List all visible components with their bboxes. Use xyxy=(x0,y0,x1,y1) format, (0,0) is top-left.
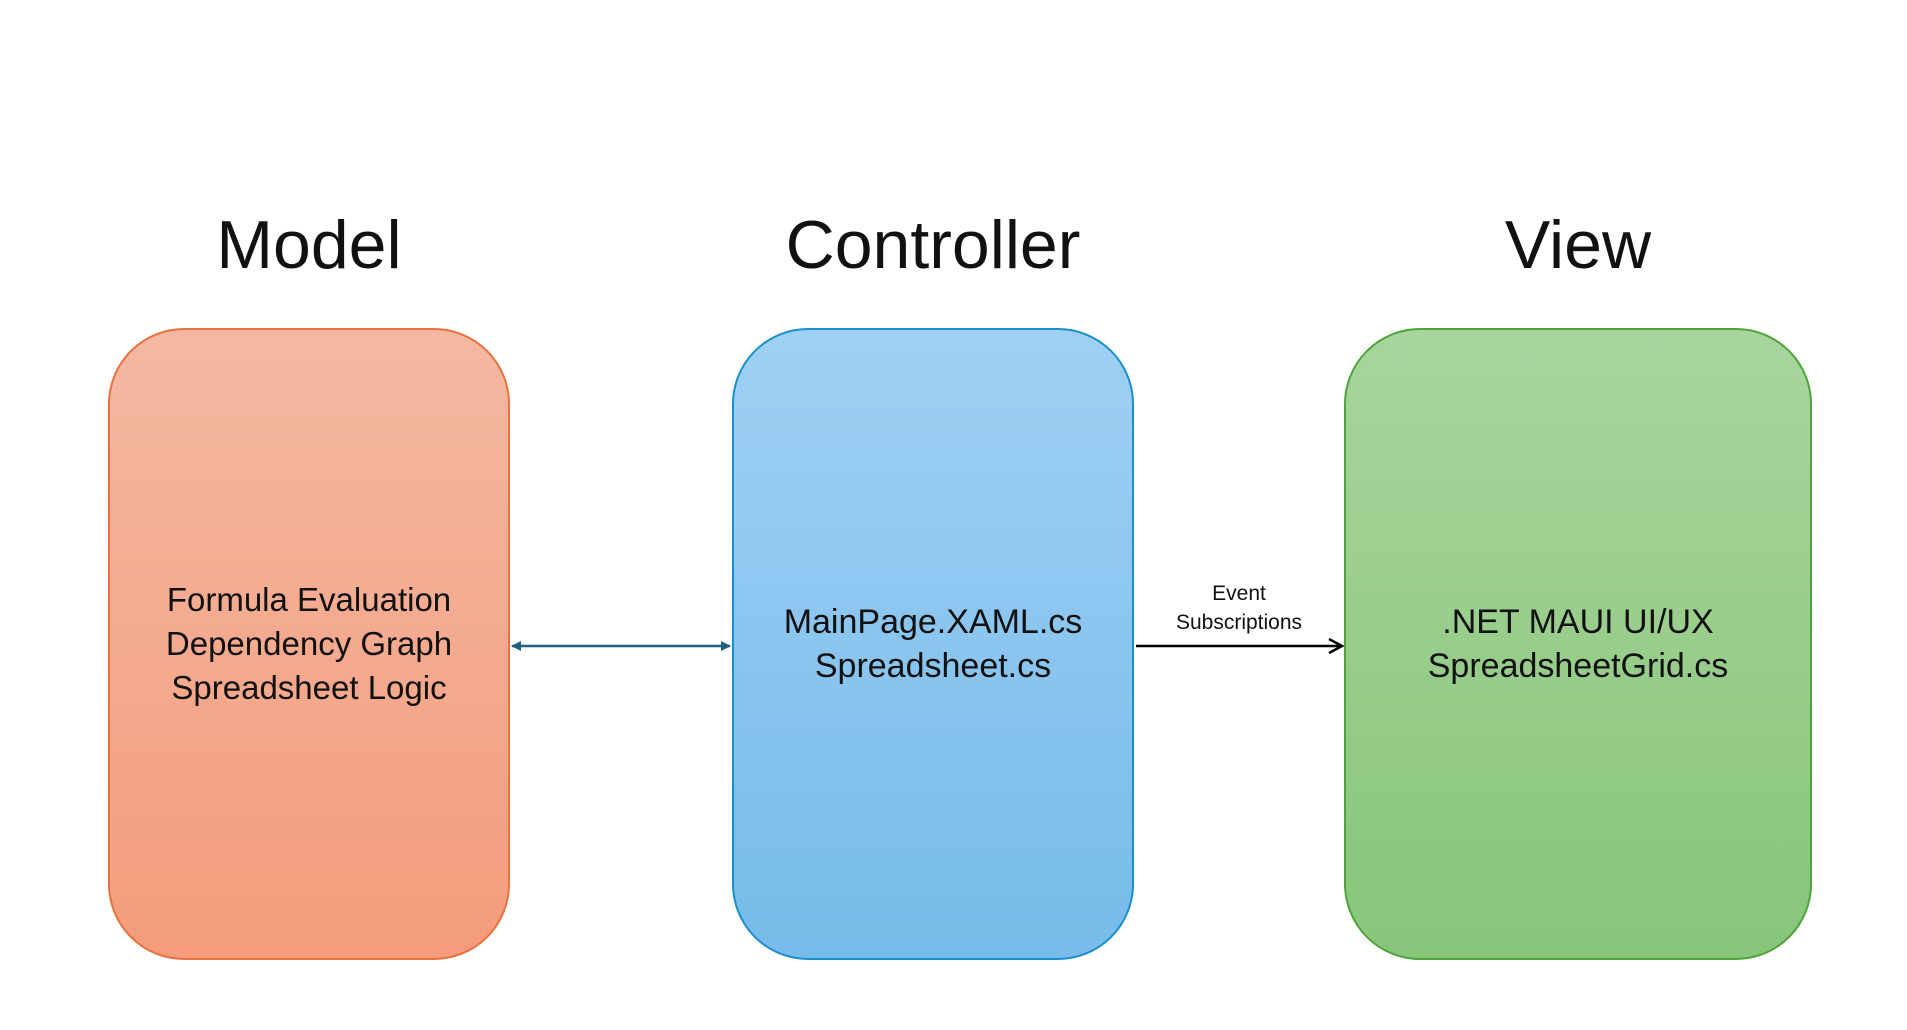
edge-label-event: Event xyxy=(1212,582,1266,605)
view-box-line: SpreadsheetGrid.cs xyxy=(1427,647,1729,685)
controller-box-line: MainPage.XAML.cs xyxy=(783,603,1083,641)
edge-label-subscriptions: Subscriptions xyxy=(1175,611,1303,634)
model-box-line: Dependency Graph xyxy=(165,625,453,662)
model-box: Formula Evaluation Dependency Graph Spre… xyxy=(108,328,510,960)
view-heading: View xyxy=(1504,207,1652,283)
view-box: .NET MAUI UI/UX SpreadsheetGrid.cs xyxy=(1344,328,1812,960)
controller-heading: Controller xyxy=(785,207,1081,283)
controller-box: MainPage.XAML.cs Spreadsheet.cs xyxy=(732,328,1134,960)
model-box-line: Formula Evaluation xyxy=(166,581,452,618)
model-heading: Model xyxy=(216,207,402,283)
controller-box-line: Spreadsheet.cs xyxy=(814,647,1052,685)
model-box-line: Spreadsheet Logic xyxy=(171,669,447,706)
view-box-line: .NET MAUI UI/UX xyxy=(1442,603,1714,641)
